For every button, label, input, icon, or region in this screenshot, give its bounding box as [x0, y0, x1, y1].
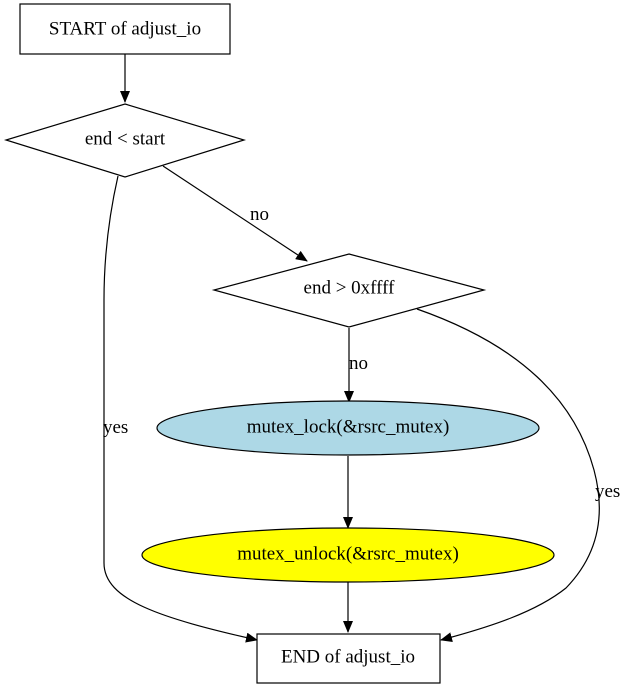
start-label: START of adjust_io	[49, 19, 201, 40]
node-unlock: mutex_unlock(&rsrc_mutex)	[141, 527, 555, 583]
cond2-diamond	[211, 253, 487, 328]
end-box	[256, 633, 441, 684]
lock-ellipse	[156, 400, 540, 456]
edge-cond2-to-end	[416, 308, 600, 643]
edge-label-cond1-yes: yes	[103, 417, 128, 438]
edge-label-cond2-no: no	[349, 353, 368, 374]
cond1-label: end < start	[85, 129, 166, 150]
node-cond2: end > 0xffff	[211, 253, 487, 328]
node-start: START of adjust_io	[19, 3, 231, 55]
start-box	[19, 3, 231, 55]
node-cond1: end < start	[3, 103, 247, 178]
edge-label-cond1-no: no	[250, 204, 269, 225]
node-end: END of adjust_io	[256, 633, 441, 684]
unlock-ellipse	[141, 527, 555, 583]
end-label: END of adjust_io	[281, 647, 415, 668]
edge-label-cond2-yes: yes	[595, 481, 620, 502]
unlock-label: mutex_unlock(&rsrc_mutex)	[237, 544, 459, 565]
edge-cond1-to-end	[103, 175, 258, 643]
cond2-label: end > 0xffff	[304, 278, 396, 299]
node-lock: mutex_lock(&rsrc_mutex)	[156, 400, 540, 456]
edge-cond1-to-cond2	[162, 165, 308, 262]
cond1-diamond	[3, 103, 247, 178]
lock-label: mutex_lock(&rsrc_mutex)	[247, 417, 450, 438]
